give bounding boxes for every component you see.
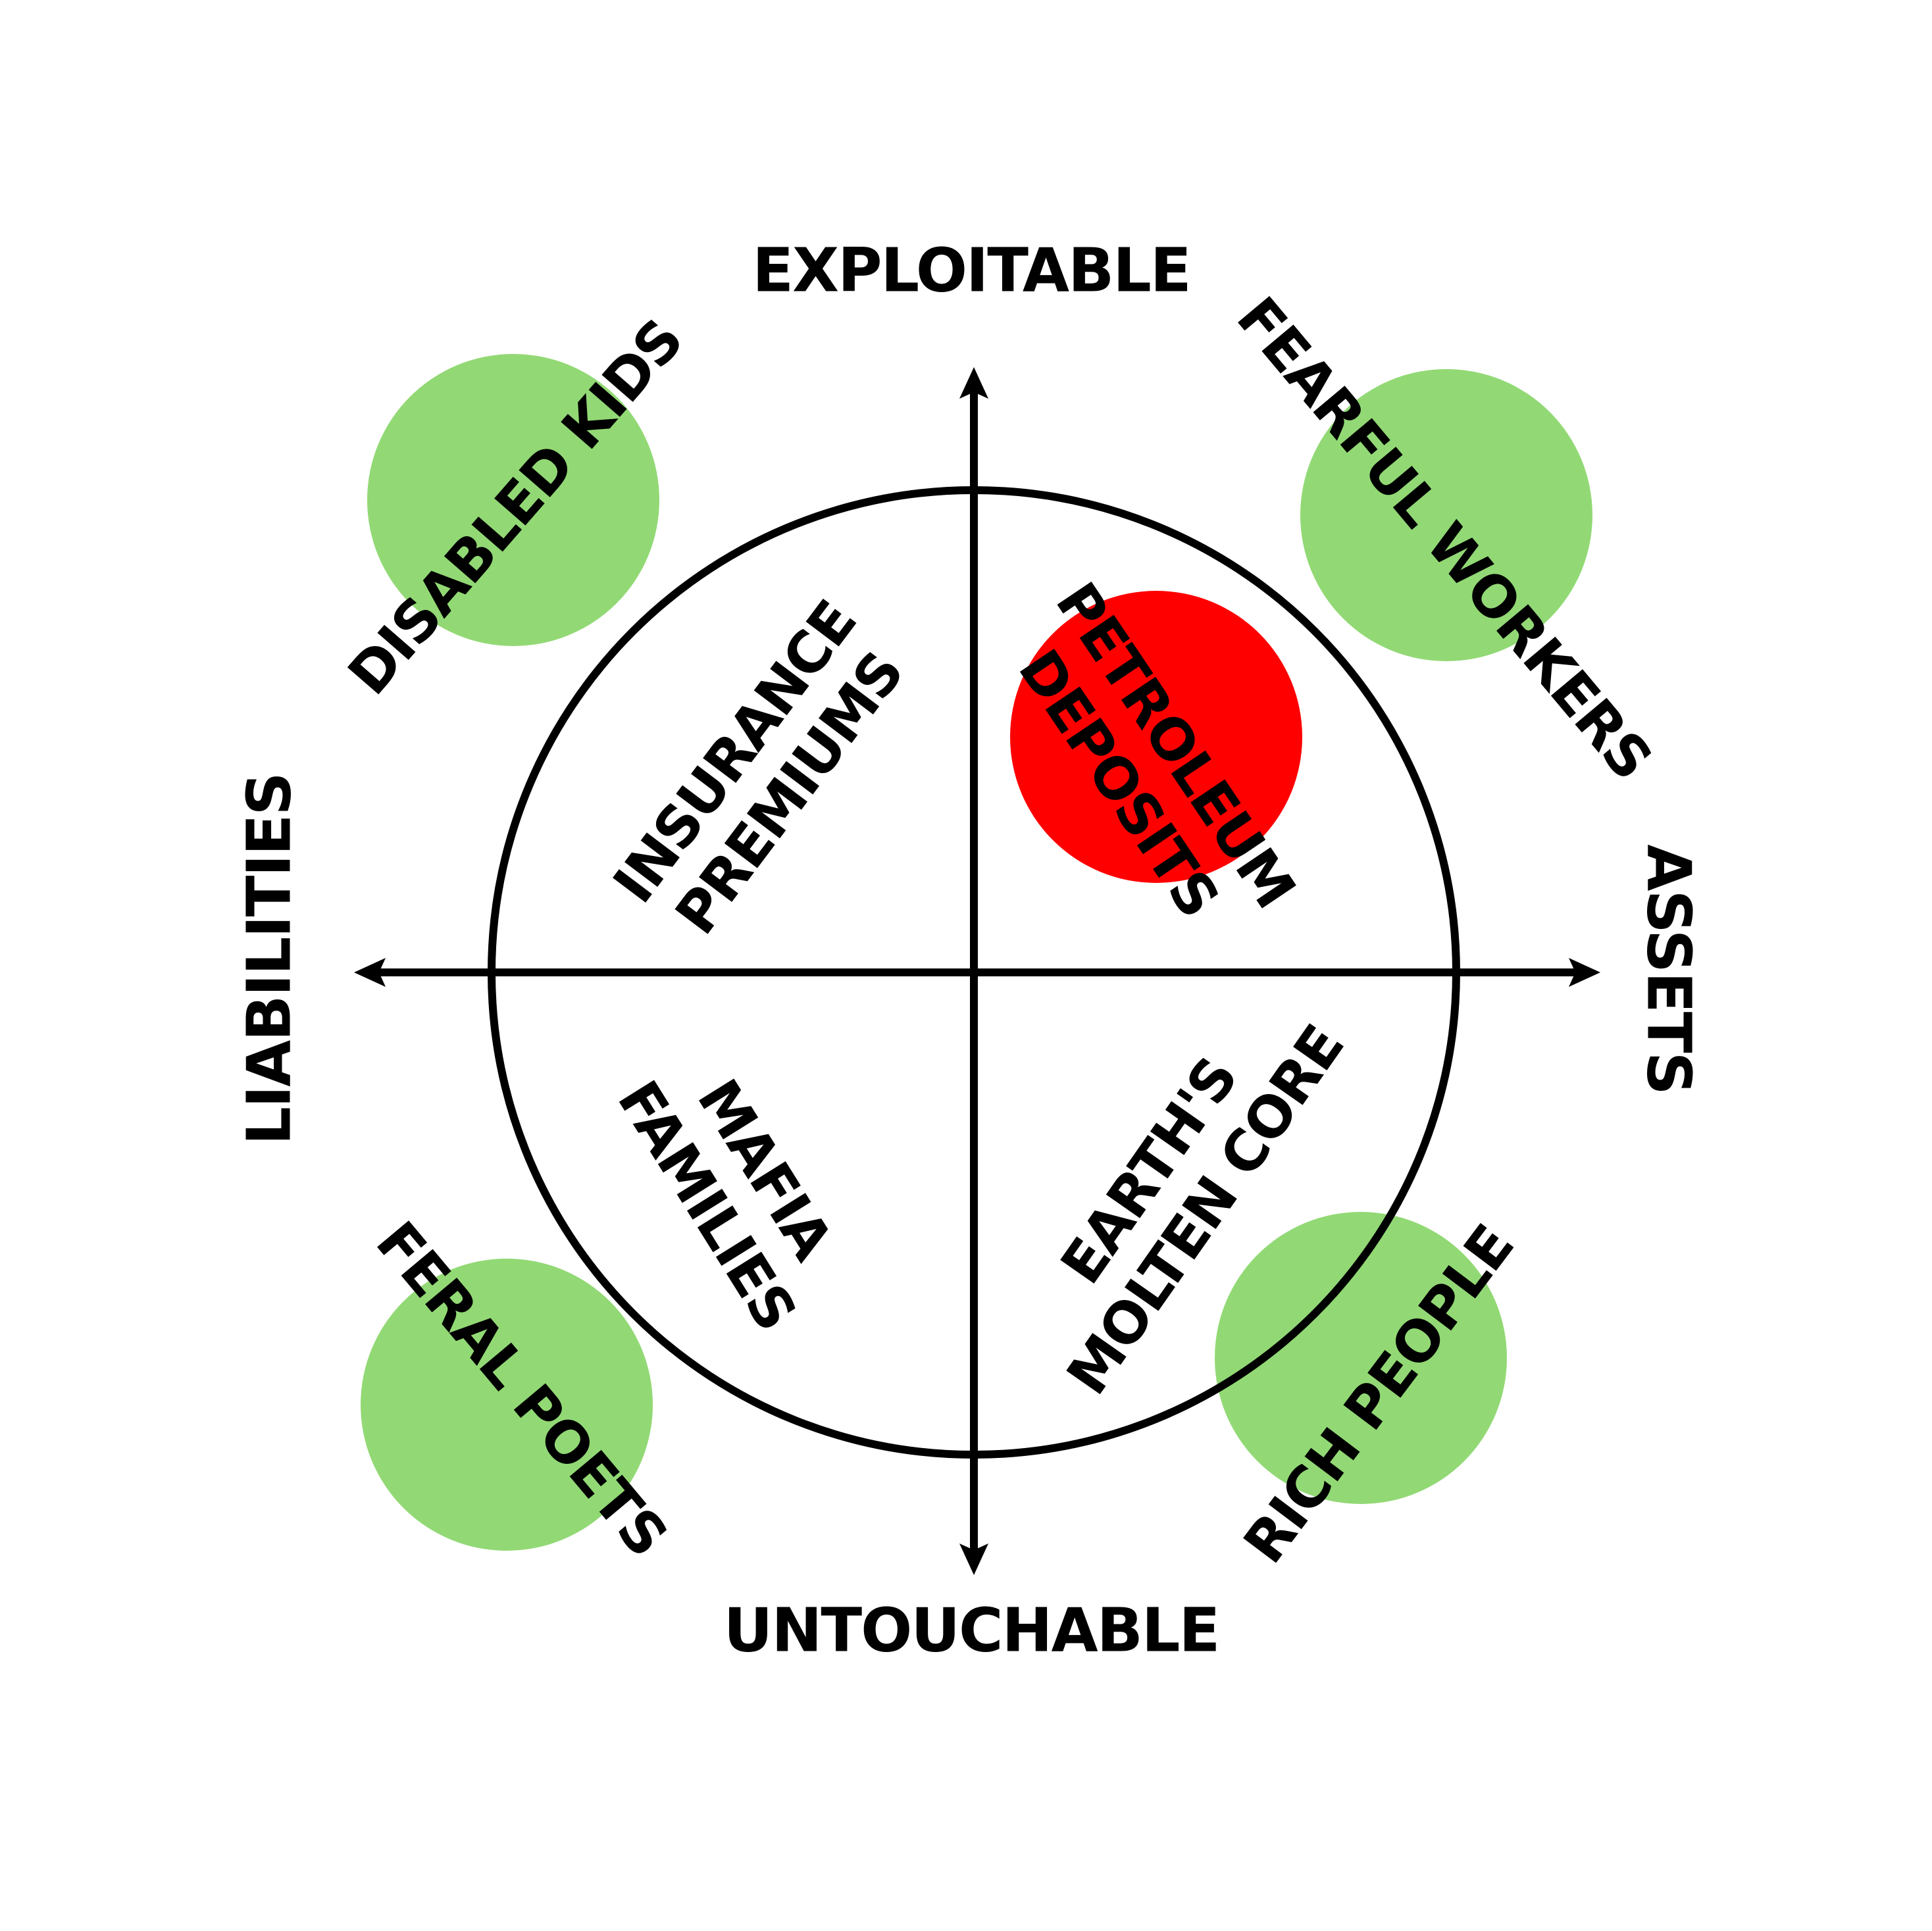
- rich-people-bubble: [1215, 1212, 1507, 1504]
- axis-label-left: LIABILITIES: [234, 773, 304, 1145]
- arrow-down-icon: [959, 1543, 988, 1575]
- axis-label-bottom: UNTOUCHABLE: [724, 1595, 1219, 1665]
- axis-label-top: EXPLOITABLE: [752, 235, 1190, 305]
- mafia-families-label: MAFIA FAMILIES: [605, 1068, 846, 1342]
- fearful-workers-bubble: [1300, 369, 1592, 661]
- arrow-up-icon: [959, 367, 988, 399]
- disabled-kids-bubble: [367, 354, 659, 646]
- axis-label-right: ASSETS: [1634, 844, 1704, 1093]
- arrow-right-icon: [1569, 958, 1600, 987]
- insurance-premiums-label: INSURANCE PREMIUMS: [601, 589, 916, 947]
- arrow-left-icon: [354, 958, 386, 987]
- petroleum-deposits-bubble: [1010, 591, 1302, 883]
- feral-poets-bubble: [361, 1259, 653, 1551]
